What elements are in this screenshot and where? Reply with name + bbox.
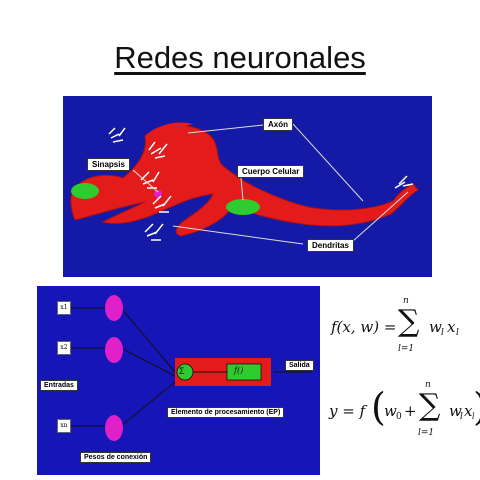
formula-2-lower: l=1 bbox=[418, 428, 435, 438]
neuron-illustration bbox=[70, 122, 419, 245]
formula-2-term-sub: l bbox=[460, 412, 463, 422]
weight-node-2 bbox=[105, 337, 123, 363]
formula-2-plus: + bbox=[404, 402, 417, 420]
formula-2-lhs: y = f bbox=[329, 402, 366, 420]
activation-box bbox=[226, 363, 262, 381]
weight-node-n bbox=[105, 415, 123, 441]
formula-1-var: x bbox=[447, 318, 456, 336]
label-inputs: Entradas bbox=[40, 380, 78, 391]
formula-2-close: ) bbox=[473, 385, 480, 429]
activation-label: f() bbox=[234, 366, 244, 375]
formula-2-upper: n bbox=[425, 380, 431, 390]
label-cell-body: Cuerpo Celular bbox=[237, 165, 305, 178]
formula-2-var-sub: l bbox=[472, 412, 475, 421]
neuron-shape bbox=[70, 125, 419, 237]
input-x1: x1 bbox=[57, 301, 71, 315]
formula-2-w0: w bbox=[384, 402, 397, 420]
formula-1-term: w bbox=[429, 318, 442, 336]
formula-2-term: w bbox=[449, 402, 462, 420]
neuron-branch bbox=[145, 122, 193, 146]
label-synapse: Sinapsis bbox=[87, 158, 130, 171]
formula-2-var: x bbox=[464, 402, 473, 420]
formula-1-var-sub: l bbox=[456, 328, 459, 338]
neuron-diagram-panel: Axón Sinapsis Cuerpo Celular Dendritas bbox=[63, 96, 432, 277]
network-illustration bbox=[67, 295, 312, 441]
label-axon: Axón bbox=[263, 118, 293, 131]
dendrite-tufts bbox=[108, 127, 414, 241]
label-weights: Pesos de conexión bbox=[80, 452, 152, 463]
formula-1-lower: l=1 bbox=[398, 344, 415, 354]
label-processing-element: Elemento de procesamiento (EP) bbox=[167, 407, 285, 418]
formula-2-w0-sub: 0 bbox=[396, 412, 402, 422]
connection-lines bbox=[67, 307, 312, 427]
artificial-neuron-panel: x1 x2 xn Σ f() Entradas Pesos de conexió… bbox=[37, 286, 320, 475]
formula-1-lhs: f(x, w) = bbox=[331, 318, 397, 336]
input-x2: x2 bbox=[57, 341, 71, 355]
cell-nucleus bbox=[226, 199, 260, 215]
pointer-lines bbox=[132, 123, 409, 245]
formula-2-open: ( bbox=[371, 385, 386, 429]
page-title: Redes neuronales bbox=[114, 40, 366, 75]
weight-node-1 bbox=[105, 295, 123, 321]
formula-1-upper: n bbox=[403, 296, 409, 306]
label-dendrites: Dendritas bbox=[307, 239, 354, 252]
synapse-body bbox=[71, 183, 99, 199]
sum-symbol: Σ bbox=[179, 366, 185, 376]
label-output: Salida bbox=[285, 360, 314, 371]
formula-1-term-sub: l bbox=[441, 328, 444, 338]
input-xn: xn bbox=[57, 419, 71, 433]
formula-2-sum: ∑ bbox=[419, 388, 441, 423]
formula-1-sum: ∑ bbox=[398, 304, 420, 339]
